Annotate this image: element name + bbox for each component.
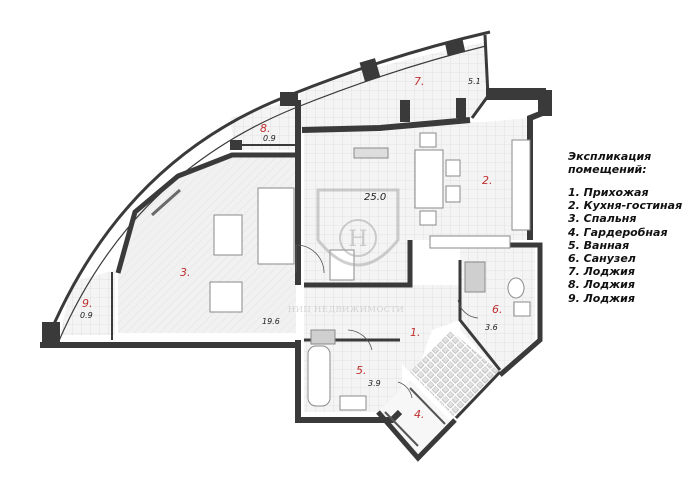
room-7-floor [300,42,488,128]
bath-walls [295,340,403,423]
legend-item: 5. Ванная [568,238,630,252]
chair-3 [445,185,461,203]
coffee-table [213,214,243,256]
legend-item: 3. Спальня [568,212,637,226]
room-4-number: 4. [414,408,425,421]
hall-counter [429,235,511,249]
legend-item: 1. Прихожая [568,186,649,199]
watermark-letter: H [348,227,367,252]
room-3-floor [118,155,296,333]
wc-left-wall [458,260,502,371]
wardrobe-walls [376,410,457,462]
corridor-wall [454,370,502,420]
legend-heading-2: помещений: [568,163,647,176]
corridor-floor [410,330,500,418]
watermark-seal [339,219,377,257]
legend-list: 1. Прихожая 2. Кухня-гостиная 3. Спальня… [568,186,696,305]
furniture [151,132,531,447]
legend-item: 9. Лоджия [568,291,635,305]
sofa [257,187,295,265]
legend-heading-1: Экспликация [568,150,652,163]
room-1-number: 1. [410,326,421,339]
watermark-text: НИЦ НЕДВИЖИМОСТИ [288,305,404,315]
watermark: H НИЦ НЕДВИЖИМОСТИ [288,188,404,315]
tv-unit [353,147,389,159]
wc-sink [513,301,531,317]
chair-1 [419,132,437,148]
room-6-area: 3.6 [485,323,498,332]
room-legend: Экспликация помещений: 1. Прихожая 2. Ку… [568,150,696,305]
kitchen-inner-wall [304,240,413,288]
bedroom-wall [115,152,296,274]
room-5-area: 3.9 [368,379,381,388]
legend-item: 7. Лоджия [568,265,635,279]
bath-cabinet [310,329,336,345]
facade-curve [43,30,491,346]
room-3-area: 19.6 [262,317,280,326]
armchair [209,281,243,313]
room-8-floor [230,98,298,150]
bathtub [307,345,331,407]
chair-4 [419,210,437,226]
toilet [507,277,525,299]
legend-item: 6. Санузел [568,252,636,266]
wc-shower [464,261,486,293]
kitchen-top-wall [301,117,471,133]
legend-item: 8. Лоджия [568,278,635,292]
room-9-area: 0.9 [80,311,93,320]
room-1-floor [304,285,460,378]
legend-item: 4. Гардеробная [568,225,668,239]
room-9-number: 9. [82,297,93,310]
room-4-floor [378,380,452,456]
room-3-number: 3. [180,266,191,279]
chair-2 [445,159,461,177]
kitchen-counter [511,139,531,231]
watermark-shield [316,188,400,267]
room-6-number: 6. [492,303,503,316]
room-7-area: 5.1 [468,77,481,86]
room-2-area: 25.0 [364,192,386,203]
room-5-number: 5. [356,364,367,377]
room-2-number: 2. [482,174,493,187]
window-piers [42,38,552,346]
facade-curve-inner [57,45,487,344]
room-8-area: 0.9 [263,134,276,143]
washbasin [339,395,367,411]
doors [295,244,479,399]
floor-fills [60,42,535,456]
legend-item: 2. Кухня-гостиная [568,199,683,213]
room-8-number: 8. [260,122,271,135]
room-labels: 1. 2. 25.0 3. 19.6 4. 5. 3.9 6. 3.6 7. 5… [80,75,503,421]
dining-table [414,149,444,209]
room-7-number: 7. [414,75,425,88]
